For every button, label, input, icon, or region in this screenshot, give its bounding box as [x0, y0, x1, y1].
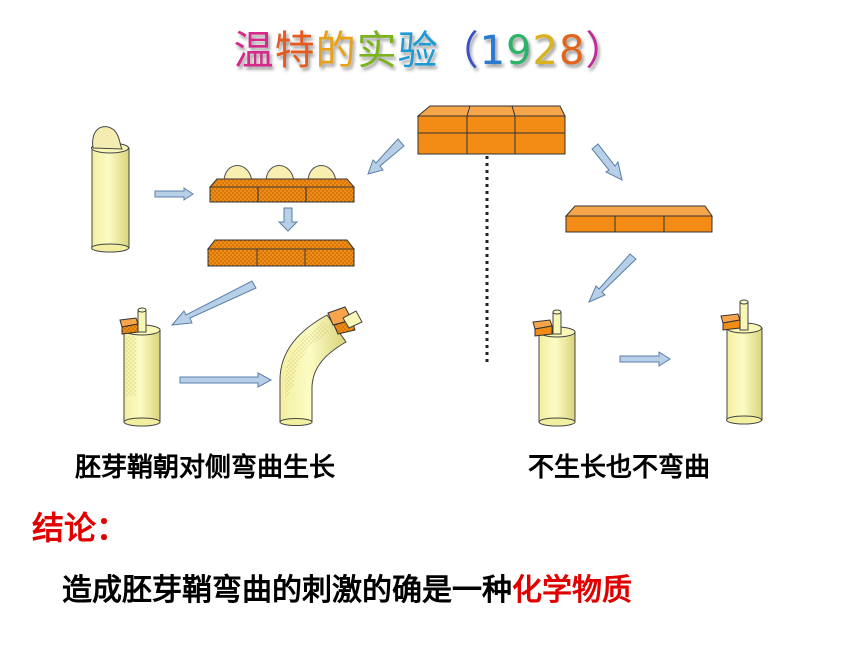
arrow-diag-right-lower [588, 253, 637, 303]
agar-block-with-tips [208, 165, 356, 203]
arrow-diag-right-top [591, 143, 623, 181]
title-char: 实 [356, 28, 398, 74]
arrow-diag-left-lower [170, 280, 257, 326]
agar-block-treated [206, 239, 356, 267]
page-title: 温特的实验（1928） [0, 18, 860, 76]
agar-block-plain [564, 205, 713, 233]
title-char: 温 [233, 28, 275, 74]
conclusion-highlight: 化学物质 [512, 573, 632, 608]
coleoptile-control-2 [720, 299, 763, 425]
arrow-right-2 [179, 372, 273, 388]
title-text: 温特的实验（1928） [234, 28, 627, 74]
title-char: 8 [558, 28, 586, 74]
coleoptile-control-1 [532, 309, 576, 427]
title-char: （ [438, 28, 480, 74]
arrow-diag-left-top [367, 138, 405, 175]
coleoptile-intact [91, 126, 130, 253]
title-char: 验 [397, 28, 439, 74]
title-char: 2 [532, 28, 559, 74]
conclusion-text: 造成胚芽鞘弯曲的刺激的确是一种化学物质 [62, 565, 632, 609]
caption-bending: 胚芽鞘朝对侧弯曲生长 [75, 453, 336, 483]
title-char: 9 [506, 28, 533, 74]
conclusion-label: 结论： [32, 509, 129, 547]
caption-no-growth: 不生长也不弯曲 [528, 453, 711, 483]
title-char: 1 [479, 28, 507, 74]
agar-block-top [416, 105, 566, 155]
coleoptile-bent [279, 306, 363, 426]
arrow-down-1 [277, 207, 299, 232]
title-char: ） [585, 28, 627, 74]
coleoptile-treated-block [119, 307, 161, 427]
title-char: 特 [274, 28, 316, 74]
conclusion-main: 造成胚芽鞘弯曲的刺激的确是一种 [62, 573, 512, 608]
arrow-right-1 [154, 187, 194, 201]
arrow-right-3 [619, 351, 671, 367]
title-char: 的 [315, 28, 357, 74]
